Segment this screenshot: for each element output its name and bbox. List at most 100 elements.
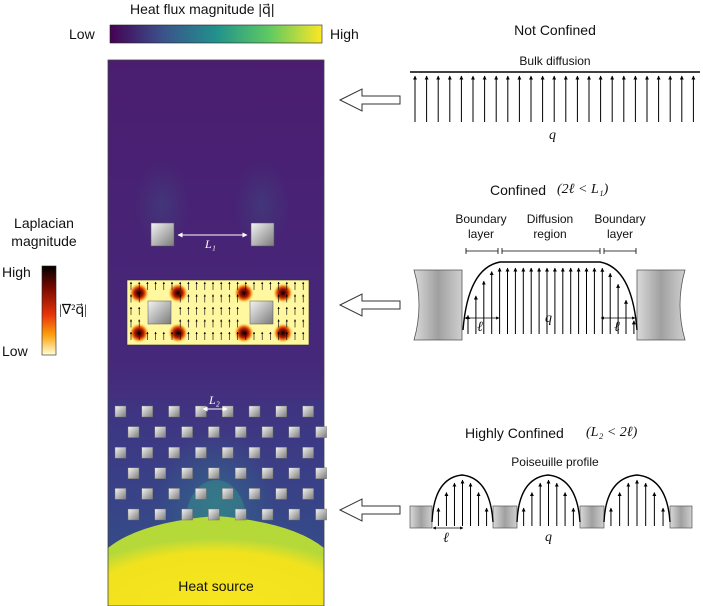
array-obstacle <box>154 426 167 438</box>
array-obstacle <box>234 508 247 521</box>
array-obstacle <box>234 426 247 438</box>
array-obstacle <box>302 488 314 500</box>
array-obstacle <box>275 488 287 500</box>
confined-q-label: q⃗ <box>545 311 563 326</box>
array-obstacle <box>154 508 167 521</box>
array-obstacle <box>168 405 180 418</box>
inset-flux-arrows <box>129 281 305 340</box>
array-obstacle <box>195 405 207 418</box>
colorbar-title: Heat flux magnitude |q⃗| <box>130 1 275 17</box>
not-confined-diagram <box>410 71 700 122</box>
L2-label: L₂ <box>209 393 220 407</box>
array-obstacle <box>248 447 261 459</box>
domain-border <box>107 59 325 606</box>
array-obstacle <box>275 447 287 459</box>
pointer-arrow-bottom <box>338 498 401 522</box>
array-obstacle <box>261 467 274 479</box>
array-obstacle <box>114 447 127 459</box>
poiseuille-profile-2 <box>516 474 581 523</box>
array-obstacle <box>288 508 300 521</box>
poiseuille-flux-arrows <box>436 479 666 526</box>
array-obstacle <box>315 508 327 521</box>
poiseuille-profile-1 <box>431 474 494 523</box>
poiseuille-label: Poiseuille profile <box>511 455 599 469</box>
array-obstacle <box>127 426 140 438</box>
colorbar-high-label: High <box>330 26 359 42</box>
array-obstacle <box>302 447 314 459</box>
obstacle-right <box>250 222 275 247</box>
not-confined-title: Not Confined <box>514 22 596 38</box>
array-obstacle <box>288 467 300 479</box>
heat-source-region <box>108 516 324 606</box>
laplacian-colorbar <box>41 265 57 356</box>
inset-obstacle-right <box>249 300 274 325</box>
array-obstacle <box>141 405 154 418</box>
hc-wall-3 <box>579 505 605 529</box>
array-obstacle <box>127 467 140 479</box>
laplacian-low-label: Low <box>2 343 28 359</box>
viridis-colorbar <box>109 24 323 44</box>
array-obstacle <box>195 447 207 459</box>
pointer-arrow-top <box>338 88 401 112</box>
array-obstacle <box>221 447 234 459</box>
not-confined-q-label: q⃗ <box>549 128 567 143</box>
hc-wall-2 <box>492 505 518 529</box>
array-obstacle <box>315 467 327 479</box>
highly-confined-ell: ℓ <box>443 531 449 546</box>
array-obstacle <box>208 426 220 438</box>
boundary-layer-left-line1: Boundary <box>455 212 507 226</box>
array-obstacle <box>221 405 234 418</box>
array-obstacle <box>195 488 207 500</box>
hc-wall-4 <box>669 505 693 529</box>
laplacian-symbol: |∇²q⃗| <box>59 303 88 318</box>
diffusion-region-line1: Diffusion <box>526 212 574 226</box>
wall-right <box>636 269 686 341</box>
array-obstacle <box>234 467 247 479</box>
array-obstacle <box>181 508 193 521</box>
confined-condition: (2ℓ < L₁) <box>557 182 609 197</box>
inset-obstacle-left <box>147 300 172 325</box>
boundary-layer-right-line2: layer <box>606 227 633 241</box>
obstacle-left <box>150 222 175 247</box>
obstacle-array <box>114 405 327 521</box>
array-obstacle <box>141 447 154 459</box>
array-obstacle <box>248 405 261 418</box>
pointer-arrows <box>338 88 401 522</box>
pointer-arrow-middle <box>338 293 401 317</box>
colorbar-low-label: Low <box>69 26 95 42</box>
array-obstacle <box>168 488 180 500</box>
array-obstacle <box>114 488 127 500</box>
array-obstacle <box>315 426 327 438</box>
hc-wall-1 <box>409 505 433 529</box>
array-obstacle <box>302 405 314 418</box>
boundary-layer-left-line2: layer <box>467 227 494 241</box>
array-obstacle <box>261 508 274 521</box>
confined-diagram <box>413 248 686 341</box>
poiseuille-profile-3 <box>603 474 671 523</box>
array-obstacle <box>208 508 220 521</box>
diffusion-region-line2: region <box>533 227 567 241</box>
highly-confined-q-label: q⃗ <box>545 530 563 545</box>
confined-ell-left: ℓ <box>477 320 483 335</box>
bulk-diffusion-label: Bulk diffusion <box>519 54 591 68</box>
array-obstacle <box>261 426 274 438</box>
confined-title: Confined <box>490 182 547 198</box>
confined-ell-right: ℓ <box>614 320 620 335</box>
array-obstacle <box>114 405 127 418</box>
highly-confined-condition: (L₂ < 2ℓ) <box>586 425 638 440</box>
array-obstacle <box>275 405 287 418</box>
array-obstacle <box>168 447 180 459</box>
wall-left <box>413 269 463 341</box>
confined-flux-arrows <box>466 267 636 334</box>
laplacian-title-line1: Laplacian <box>14 215 74 231</box>
highly-confined-diagram <box>409 474 693 530</box>
array-obstacle <box>248 488 261 500</box>
confined-flux-profile <box>462 261 638 331</box>
array-obstacle <box>181 467 193 479</box>
boundary-layer-right-line1: Boundary <box>594 212 646 226</box>
array-obstacle <box>181 426 193 438</box>
laplacian-title-line2: magnitude <box>11 233 77 249</box>
array-obstacle <box>154 467 167 479</box>
laplacian-high-label: High <box>2 264 31 280</box>
